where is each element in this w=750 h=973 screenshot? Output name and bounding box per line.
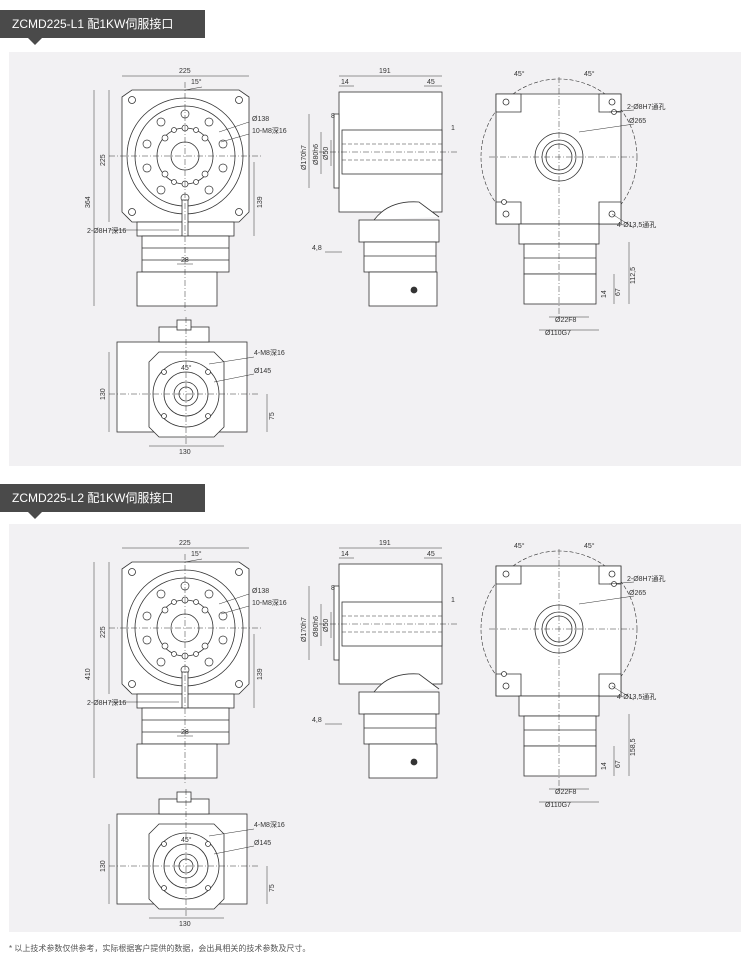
dim-height-139: 139 — [257, 196, 264, 208]
dim-dia-138: Ø138 — [252, 588, 269, 595]
dim-dia-50: Ø50 — [323, 619, 330, 632]
dim-dia-170: Ø170h7 — [301, 145, 308, 170]
dim-1: 1 — [451, 597, 455, 604]
flange-view — [480, 77, 638, 331]
dimension-labels: 225 15° Ø138 10-M8深16 225 139 364 2-Ø8H7… — [85, 68, 666, 456]
dim-height-225: 225 — [100, 626, 107, 638]
dim-angle-45-right: 45° — [584, 542, 595, 550]
dim-thread-m8: 10-M8深16 — [252, 598, 287, 607]
dim-8: 8 — [331, 113, 335, 120]
dim-width-28: 28 — [181, 257, 189, 264]
dim-dia-138: Ø138 — [252, 116, 269, 123]
dim-angle-45-bottom: 45° — [181, 364, 192, 372]
dim-length-191: 191 — [379, 68, 391, 75]
footnote: * 以上技术参数仅供参考，实际根据客户提供的数据，会出具相关的技术参数及尺寸。 — [9, 944, 311, 953]
dim-thread-m8-bottom: 4-M8深16 — [254, 348, 285, 357]
dim-thread-m8-bottom: 4-M8深16 — [254, 820, 285, 829]
dim-dia-80: Ø80h6 — [313, 144, 320, 165]
dim-pin-hole: 2-Ø8H7深16 — [87, 698, 126, 707]
dimension-labels: 225 15° Ø138 10-M8深16 225 139 410 2-Ø8H7… — [85, 540, 666, 928]
section-1-title: ZCMD225-L1 配1KW伺服接口 — [0, 10, 205, 45]
dim-dia-145: Ø145 — [254, 368, 271, 375]
dim-dia-145: Ø145 — [254, 840, 271, 847]
dim-dia-170: Ø170h7 — [301, 617, 308, 642]
dim-angle-15: 15° — [191, 550, 202, 558]
flange-view — [480, 549, 638, 803]
dim-height-67: 67 — [615, 288, 622, 296]
dim-dia-80: Ø80h6 — [313, 616, 320, 637]
dim-height-14: 14 — [601, 762, 608, 770]
dim-height-112-5: 158,5 — [630, 738, 637, 756]
side-view — [308, 547, 459, 779]
dim-width-28: 28 — [181, 729, 189, 736]
dim-overall-height: 410 — [85, 668, 92, 680]
dim-width-225: 225 — [179, 68, 191, 75]
dim-angle-45-left: 45° — [514, 542, 525, 550]
dim-height-112-5: 112,5 — [630, 267, 637, 284]
dim-mount-holes: 4-Ø13,5通孔 — [617, 692, 656, 701]
side-view — [308, 75, 459, 307]
dim-height-67: 67 — [615, 760, 622, 768]
dim-mount-holes: 4-Ø13,5通孔 — [617, 220, 656, 229]
dim-dia-265: Ø265 — [629, 118, 646, 125]
drawing-panel-2: 225 15° Ø138 10-M8深16 225 139 410 2-Ø8H7… — [9, 524, 741, 932]
section-2-title: ZCMD225-L2 配1KW伺服接口 — [0, 484, 205, 519]
dim-pin-hole: 2-Ø8H7深16 — [87, 226, 126, 235]
dim-thread-m8: 10-M8深16 — [252, 126, 287, 135]
dim-angle-45-right: 45° — [584, 70, 595, 78]
dim-height-130: 130 — [100, 860, 107, 872]
bottom-view — [108, 789, 268, 919]
dim-8: 8 — [331, 585, 335, 592]
dim-length-14: 14 — [341, 551, 349, 558]
dim-height-75: 75 — [269, 884, 276, 892]
bottom-view — [108, 317, 268, 447]
dim-height-130: 130 — [100, 388, 107, 400]
dim-angle-45-left: 45° — [514, 70, 525, 78]
dim-height-14: 14 — [601, 290, 608, 298]
dim-height-75: 75 — [269, 412, 276, 420]
front-view — [93, 547, 261, 784]
dim-overall-height: 364 — [85, 196, 92, 208]
dim-dia-110: Ø110G7 — [545, 330, 571, 337]
technical-drawing: 225 15° Ø138 10-M8深16 225 139 364 2-Ø8H7… — [85, 68, 666, 456]
dim-width-130: 130 — [179, 449, 191, 456]
drawing-panel-1: 225 15° Ø138 10-M8深16 225 139 364 2-Ø8H7… — [9, 52, 741, 466]
dim-angle-45-bottom: 45° — [181, 836, 192, 844]
dim-height-225: 225 — [100, 154, 107, 166]
dim-width-130: 130 — [179, 921, 191, 928]
dim-dia-22: Ø22F8 — [555, 317, 577, 324]
dim-length-14: 14 — [341, 79, 349, 86]
dim-1: 1 — [451, 125, 455, 132]
dim-4-8: 4,8 — [312, 245, 322, 252]
dim-dia-50: Ø50 — [323, 147, 330, 160]
dim-length-45: 45 — [427, 551, 435, 558]
dim-4-8: 4,8 — [312, 717, 322, 724]
dim-dia-22: Ø22F8 — [555, 789, 577, 796]
dim-height-139: 139 — [257, 668, 264, 680]
front-view — [93, 75, 261, 312]
dim-dia-110: Ø110G7 — [545, 802, 571, 809]
dim-length-45: 45 — [427, 79, 435, 86]
dim-angle-15: 15° — [191, 78, 202, 86]
dim-dia-265: Ø265 — [629, 590, 646, 597]
dim-length-191: 191 — [379, 540, 391, 547]
dim-width-225: 225 — [179, 540, 191, 547]
technical-drawing: 225 15° Ø138 10-M8深16 225 139 410 2-Ø8H7… — [85, 540, 666, 928]
dim-pin-through: 2-Ø8H7通孔 — [627, 102, 666, 111]
dim-pin-through: 2-Ø8H7通孔 — [627, 574, 666, 583]
